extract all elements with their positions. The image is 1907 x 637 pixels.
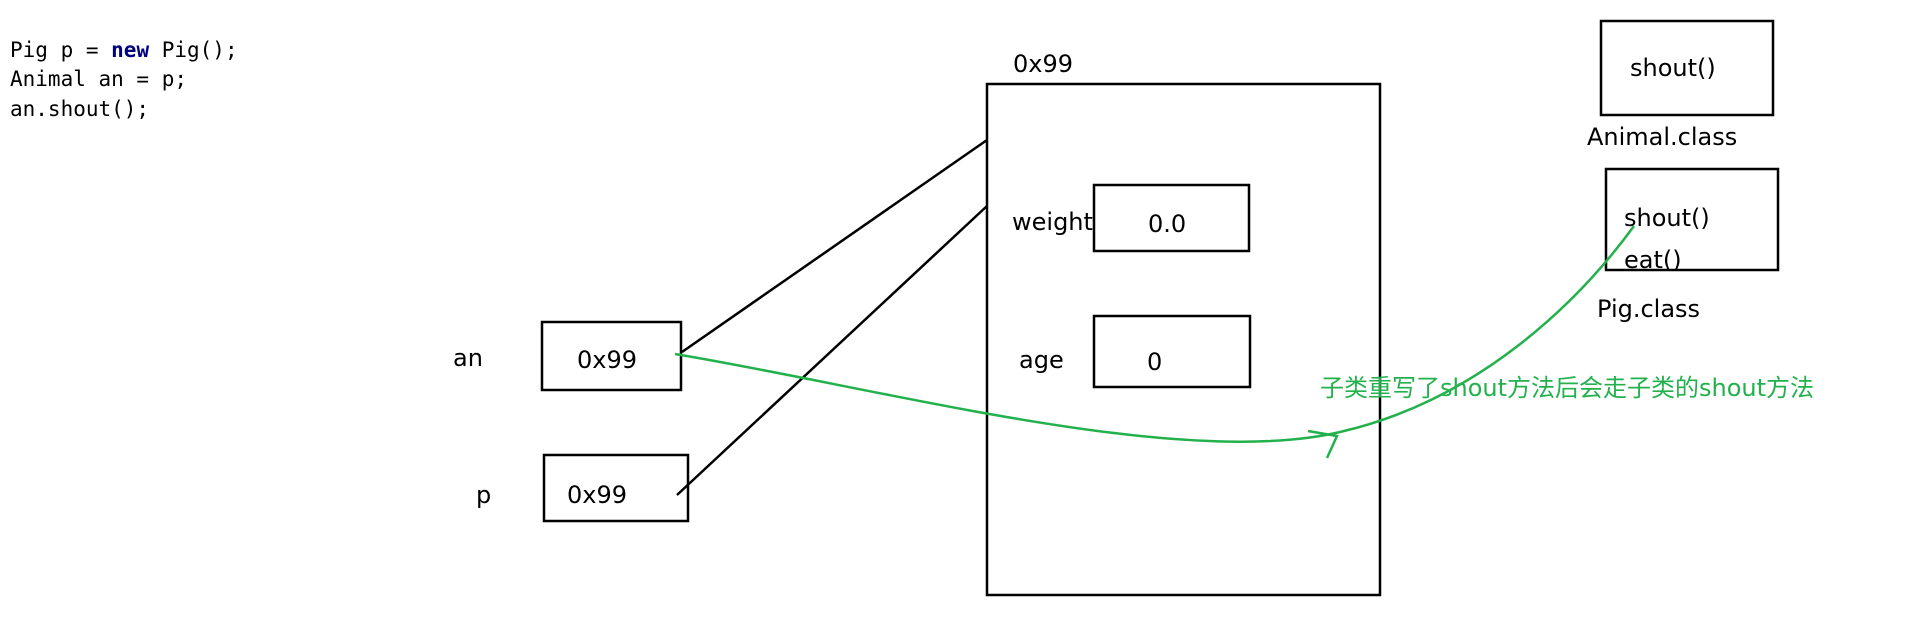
field-value-age: 0 [1147,348,1162,376]
variable-value-an: 0x99 [577,346,637,374]
variable-name-an: an [453,344,483,372]
field-box-weight [1092,183,1251,253]
pig-method-eat: eat() [1624,246,1682,274]
variable-box-p [542,453,690,523]
pig-class-label: Pig.class [1597,295,1700,323]
field-box-age [1092,314,1252,389]
override-flow-arrowhead [1307,429,1339,459]
heap-object-address: 0x99 [1013,50,1073,78]
field-weight: weight 0.0 [1012,183,1251,253]
animal-class-label: Animal.class [1587,123,1737,151]
code-snippet: Pig p = new Pig(); Animal an = p; an.sho… [10,38,238,121]
override-flow-curve [674,225,1636,444]
pig-class: shout() eat() Pig.class [1597,167,1780,323]
code-line-1: Pig p = new Pig(); [10,38,238,62]
stack-variable-p: p 0x99 [476,453,690,523]
animal-method-shout: shout() [1630,54,1716,82]
field-name-weight: weight [1012,208,1093,236]
reference-line-p [676,205,988,496]
override-annotation: 子类重写了shout方法后会走子类的shout方法 [1320,374,1814,402]
variable-name-p: p [476,481,491,509]
heap-object: 0x99 weight 0.0 age 0 [985,50,1382,597]
field-value-weight: 0.0 [1148,210,1186,238]
code-line-2: Animal an = p; [10,67,187,91]
field-name-age: age [1019,346,1064,374]
animal-class: shout() Animal.class [1587,19,1775,151]
animal-class-box [1599,19,1775,117]
code-line-3: an.shout(); [10,97,149,121]
stack-variable-an: an 0x99 [453,320,683,392]
pig-method-shout: shout() [1624,204,1710,232]
keyword-new: new [111,38,149,62]
variable-value-p: 0x99 [567,481,627,509]
pig-class-box [1604,167,1780,272]
heap-object-box [985,82,1382,597]
reference-line-an [681,138,988,354]
field-age: age 0 [1019,314,1252,389]
